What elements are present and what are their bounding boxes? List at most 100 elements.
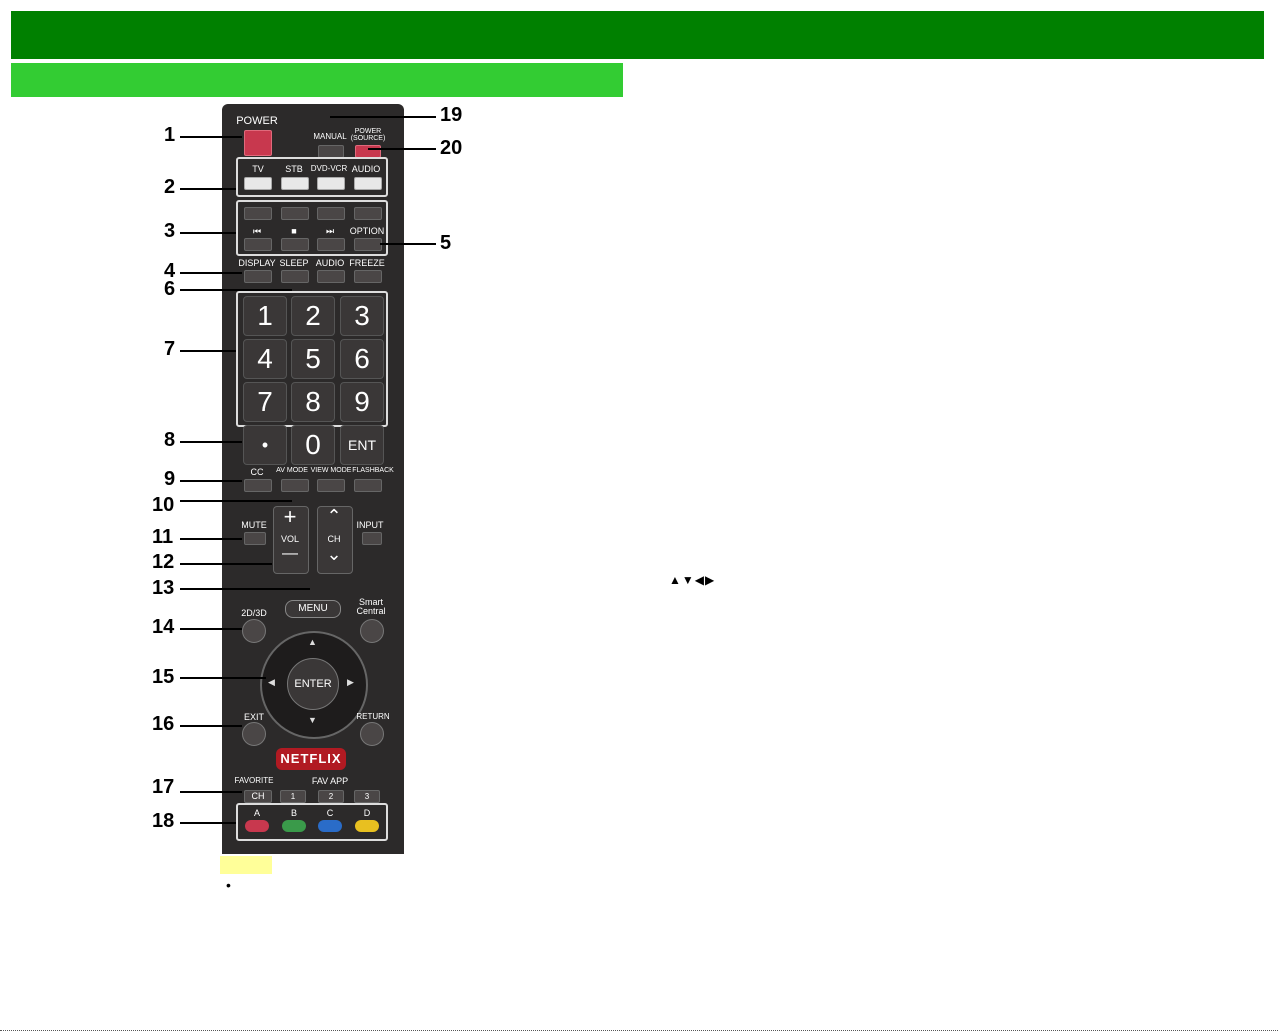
color-c-button[interactable] [318, 820, 342, 832]
flashback-label: FLASHBACK [352, 467, 394, 474]
num-7-button[interactable]: 7 [243, 382, 287, 422]
transport-button-2[interactable] [281, 207, 309, 220]
vol-label: VOL [280, 534, 300, 544]
color-b-label: B [290, 808, 298, 818]
num-1-button[interactable]: 1 [243, 296, 287, 336]
option-button[interactable] [354, 238, 382, 251]
smart-central-button[interactable] [360, 619, 384, 643]
callout-line-5 [380, 243, 436, 245]
callout-15: 15 [152, 666, 175, 688]
skip-back-button[interactable] [244, 238, 272, 251]
dpad-right-icon[interactable]: ▶ [347, 677, 354, 687]
dpad-up-icon[interactable]: ▲ [308, 637, 317, 647]
skip-forward-button[interactable] [317, 238, 345, 251]
view-mode-label: VIEW MODE [310, 467, 352, 474]
fav-app-2-button[interactable]: 2 [318, 790, 344, 803]
enter-button[interactable]: ENTER [287, 658, 339, 710]
callout-line-17 [180, 791, 242, 793]
power-source-label: POWER (SOURCE) [350, 128, 386, 142]
audio-button[interactable] [317, 270, 345, 283]
sleep-button[interactable] [281, 270, 309, 283]
num-2-button[interactable]: 2 [291, 296, 335, 336]
callout-17: 17 [152, 776, 175, 798]
skip-back-icon: ⏮ [252, 226, 262, 236]
cc-button[interactable] [244, 479, 272, 492]
vol-minus-icon: — [282, 545, 298, 562]
callout-3: 3 [164, 220, 176, 242]
ch-up-icon: ⌃ [326, 506, 342, 526]
dot-button[interactable]: • [243, 425, 287, 465]
callout-line-7 [180, 350, 236, 352]
callout-line-2 [180, 188, 236, 190]
fav-app-3-button[interactable]: 3 [354, 790, 380, 803]
dpad-left-icon[interactable]: ◀ [268, 677, 275, 687]
tv-button[interactable] [244, 177, 272, 190]
option-label: OPTION [349, 226, 385, 236]
display-button[interactable] [244, 270, 272, 283]
netflix-button[interactable]: NETFLIX [276, 748, 346, 770]
favorite-label: FAVORITE [234, 776, 274, 785]
color-b-button[interactable] [282, 820, 306, 832]
callout-line-10 [180, 500, 292, 502]
callout-13: 13 [152, 577, 175, 599]
callout-line-1 [180, 136, 242, 138]
callout-4: 4 [164, 260, 176, 282]
stop-button[interactable] [281, 238, 309, 251]
num-5-button[interactable]: 5 [291, 339, 335, 379]
transport-button-1[interactable] [244, 207, 272, 220]
color-d-button[interactable] [355, 820, 379, 832]
num-0-button[interactable]: 0 [291, 425, 335, 465]
av-mode-label: AV MODE [276, 467, 308, 474]
flashback-button[interactable] [354, 479, 382, 492]
callout-12: 12 [152, 551, 175, 573]
dvd-vcr-button[interactable] [317, 177, 345, 190]
bottom-divider [0, 1030, 1278, 1031]
power-button[interactable] [244, 130, 272, 156]
stop-icon: ■ [291, 226, 297, 236]
skip-forward-icon: ⏭ [325, 226, 335, 236]
av-mode-button[interactable] [281, 479, 309, 492]
return-label: RETURN [356, 712, 390, 721]
input-label: INPUT [356, 520, 384, 530]
callout-line-15 [180, 677, 266, 679]
view-mode-button[interactable] [317, 479, 345, 492]
callout-line-16 [180, 725, 242, 727]
callout-9: 9 [164, 468, 176, 490]
num-9-button[interactable]: 9 [340, 382, 384, 422]
num-6-button[interactable]: 6 [340, 339, 384, 379]
channel-rocker[interactable] [317, 506, 353, 574]
color-a-button[interactable] [245, 820, 269, 832]
ch-label: CH [327, 534, 341, 544]
source-label-stb: STB [285, 164, 303, 174]
header-bar [11, 11, 1264, 59]
source-group-frame [236, 157, 388, 197]
ch-down-icon: ⌄ [326, 544, 342, 564]
num-4-button[interactable]: 4 [243, 339, 287, 379]
callout-2: 2 [164, 176, 176, 198]
transport-button-3[interactable] [317, 207, 345, 220]
audio-source-button[interactable] [354, 177, 382, 190]
ent-button[interactable]: ENT [340, 425, 384, 465]
section-title-bar [11, 63, 623, 97]
color-d-label: D [363, 808, 371, 818]
callout-7: 7 [164, 338, 176, 360]
favorite-ch-button[interactable]: CH [244, 790, 272, 803]
mute-button[interactable] [244, 532, 266, 545]
num-8-button[interactable]: 8 [291, 382, 335, 422]
freeze-label: FREEZE [349, 258, 385, 268]
stb-button[interactable] [281, 177, 309, 190]
menu-button[interactable]: MENU [285, 600, 341, 618]
exit-button[interactable] [242, 722, 266, 746]
callout-5: 5 [440, 232, 452, 254]
callout-line-14 [180, 628, 242, 630]
return-button[interactable] [360, 722, 384, 746]
input-button[interactable] [362, 532, 382, 545]
num-3-button[interactable]: 3 [340, 296, 384, 336]
fav-app-1-button[interactable]: 1 [280, 790, 306, 803]
freeze-button[interactable] [354, 270, 382, 283]
transport-button-4[interactable] [354, 207, 382, 220]
volume-rocker[interactable] [273, 506, 309, 574]
display-label: DISPLAY [238, 258, 276, 268]
dpad-down-icon[interactable]: ▼ [308, 715, 317, 725]
2d3d-button[interactable] [242, 619, 266, 643]
